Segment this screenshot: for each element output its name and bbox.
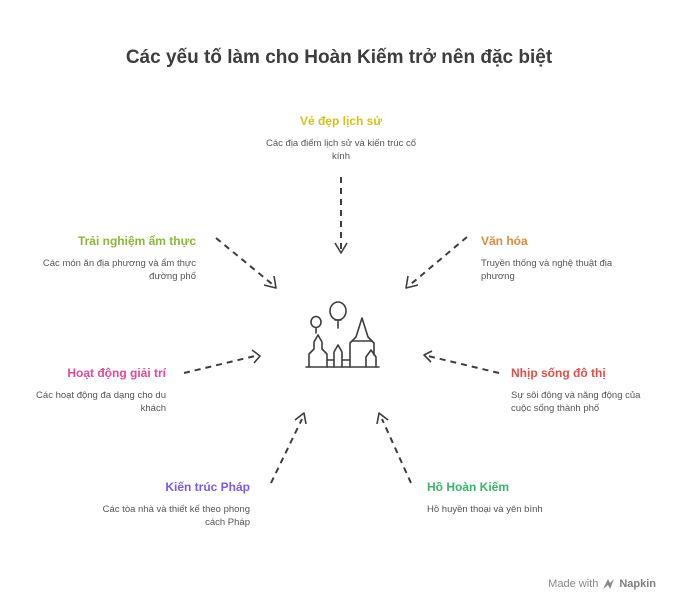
node-history: Vẻ đẹp lịch sử Các địa điểm lịch sử và k… — [265, 114, 417, 163]
diagram-title: Các yếu tố làm cho Hoàn Kiếm trở nên đặc… — [125, 47, 553, 68]
arrow-cuisine — [215, 237, 277, 289]
footer-brand: Napkin — [619, 578, 656, 590]
node-cuisine-title: Trải nghiệm ẩm thực — [77, 234, 196, 248]
node-french-title: Kiến trúc Pháp — [165, 480, 250, 494]
arrow-culture — [405, 236, 468, 289]
node-lake-desc: Hồ huyền thoại và yên bình — [427, 504, 543, 515]
node-entertainment-title: Hoạt động giải trí — [67, 366, 166, 380]
napkin-logo-icon — [603, 579, 615, 589]
node-lake-title: Hồ Hoàn Kiếm — [427, 480, 510, 494]
node-entertainment-desc: Các hoạt động đa dạng cho du khách — [36, 390, 166, 414]
node-cuisine: Trải nghiệm ẩm thực Các món ăn địa phươn… — [36, 234, 196, 283]
node-french-desc: Các tòa nhà và thiết kế theo phong cách … — [102, 504, 250, 528]
arrow-pace — [423, 350, 500, 374]
node-lake: Hồ Hoàn Kiếm Hồ huyền thoại và yên bình — [427, 480, 597, 516]
node-french: Kiến trúc Pháp Các tòa nhà và thiết kế t… — [100, 480, 250, 529]
node-entertainment: Hoạt động giải trí Các hoạt động đa dạng… — [16, 366, 166, 415]
footer-attribution[interactable]: Made with Napkin — [548, 578, 656, 590]
node-pace-title: Nhịp sống đô thị — [511, 366, 606, 380]
arrow-french — [270, 412, 307, 484]
node-pace-desc: Sự sôi động và năng động của cuộc sống t… — [511, 390, 641, 414]
city-with-balloons-icon — [305, 301, 380, 368]
arrow-lake — [376, 412, 412, 484]
arrow-history — [334, 177, 348, 254]
node-pace: Nhịp sống đô thị Sự sôi động và năng độn… — [511, 366, 661, 415]
node-culture-desc: Truyền thống và nghệ thuật địa phương — [481, 258, 613, 282]
node-culture-title: Văn hóa — [481, 234, 528, 248]
node-history-title: Vẻ đẹp lịch sử — [299, 114, 383, 128]
arrow-entertainment — [183, 349, 261, 374]
node-history-desc: Các địa điểm lịch sử và kiến trúc cổ kín… — [266, 138, 416, 162]
node-cuisine-desc: Các món ăn địa phương và ẩm thực đường p… — [42, 258, 196, 282]
footer-made-with: Made with — [548, 578, 599, 590]
node-culture: Văn hóa Truyền thống và nghệ thuật địa p… — [481, 234, 641, 283]
